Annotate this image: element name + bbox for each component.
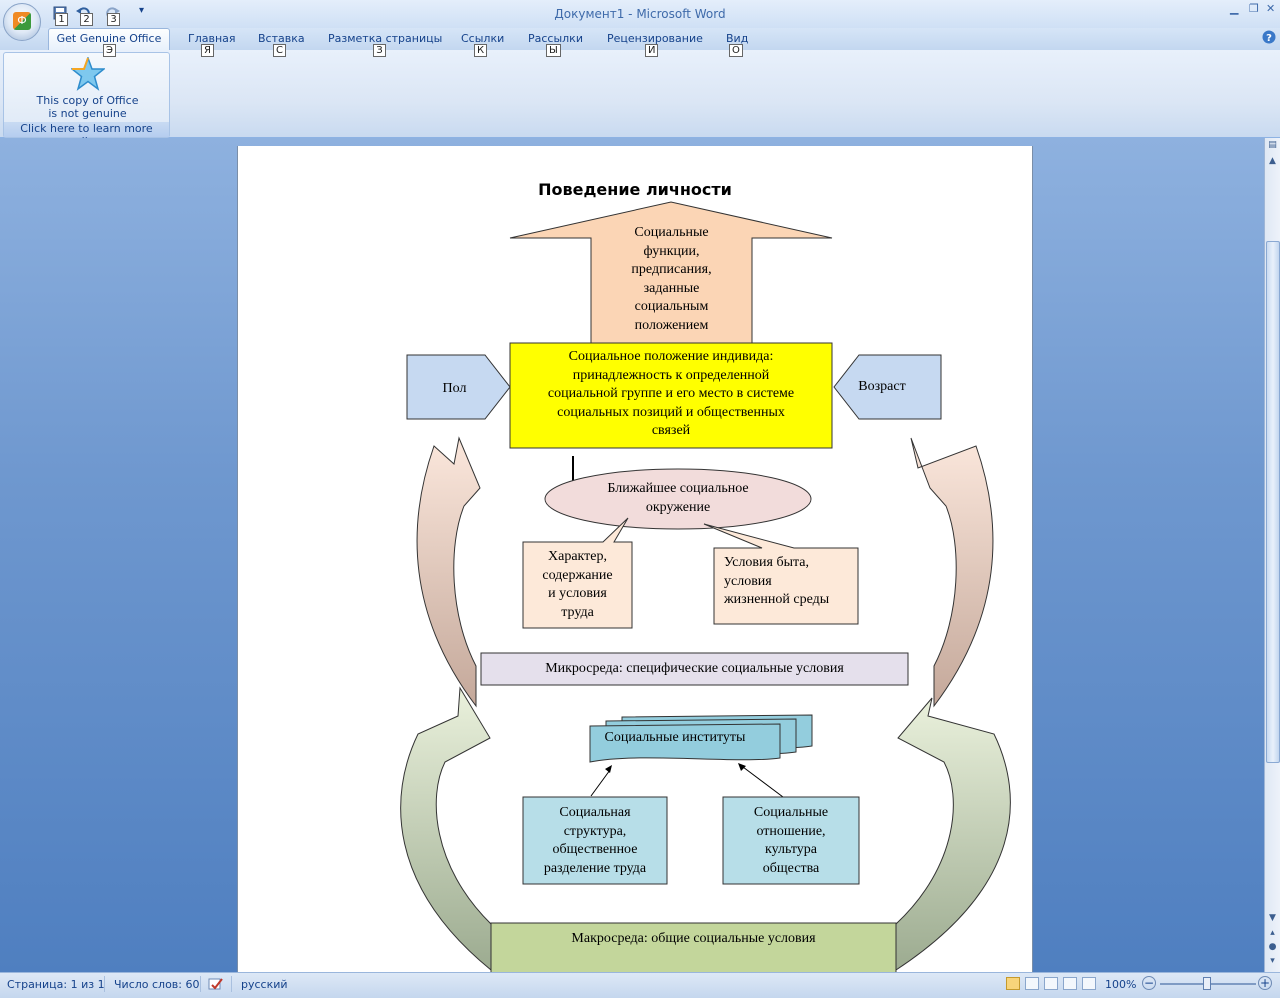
scroll-thumb[interactable] <box>1266 241 1280 763</box>
status-language[interactable]: русский <box>241 978 288 991</box>
center-box-text: Социальное положение индивида:принадлежн… <box>547 349 795 438</box>
vertical-scrollbar[interactable]: ▤ ▲ ▼ ▴ ● ▾ <box>1264 138 1280 972</box>
doc-heading: Поведение личности <box>538 180 732 199</box>
up-arrow-shape <box>509 201 833 347</box>
zoom-in-button[interactable]: + <box>1258 976 1272 990</box>
left-tag-text: Пол <box>442 381 467 396</box>
draft-view-icon[interactable] <box>1082 977 1096 990</box>
zoom-level[interactable]: 100% <box>1105 978 1137 991</box>
relations-arrow-line <box>742 766 784 798</box>
genuine-line-2: is not genuine <box>48 107 127 120</box>
tab-page-layout[interactable]: Разметка страницы <box>328 32 443 45</box>
structure-arrowhead <box>605 765 612 773</box>
curved-arrow-upper-right <box>910 437 994 708</box>
keytip-tab-view: О <box>729 44 743 57</box>
structure-box-shape <box>522 796 668 885</box>
keytip-tab-genuine: Э <box>103 44 116 57</box>
minimize-button[interactable]: ▁ <box>1230 2 1239 15</box>
diagram-canvas <box>400 201 1011 972</box>
ribbon <box>0 50 1280 138</box>
institutions-front <box>589 723 781 763</box>
curved-arrow-lower-right <box>895 697 1011 971</box>
relations-box-shape <box>722 796 860 885</box>
tab-get-genuine-office[interactable]: Get Genuine Office <box>48 28 170 51</box>
status-bar: Страница: 1 из 1 Число слов: 60 русский … <box>0 972 1280 998</box>
curved-arrow-upper-left <box>416 436 481 708</box>
work-callout-shape <box>522 517 633 629</box>
keytip-tab-mailings: Ы <box>546 44 561 57</box>
ribbon-tab-row: Главная Вставка Разметка страницы Ссылки… <box>0 28 1280 50</box>
relations-arrowhead <box>738 763 746 771</box>
restore-button[interactable]: ❐ <box>1249 2 1259 15</box>
title-bar: Документ1 - Microsoft Word ▁ ❐ ✕ 1 2 3 ▾ <box>0 0 1280 28</box>
keytip-undo: 2 <box>80 13 93 26</box>
tab-references[interactable]: Ссылки <box>461 32 505 45</box>
ruler-toggle-icon[interactable]: ▤ <box>1268 140 1277 150</box>
macro-bar-shape <box>490 922 897 972</box>
ellipse-shape <box>544 468 812 530</box>
zoom-out-button[interactable]: − <box>1142 976 1156 990</box>
curved-arrow-lower-left <box>400 686 492 972</box>
scroll-down-icon[interactable]: ▼ <box>1269 913 1276 923</box>
status-word-count[interactable]: Число слов: 60 <box>114 978 200 991</box>
keytip-tab-page-layout: З <box>373 44 386 57</box>
status-separator <box>104 976 105 992</box>
keytip-tab-references: К <box>474 44 488 57</box>
structure-arrow-line <box>590 769 611 797</box>
web-layout-view-icon[interactable] <box>1044 977 1058 990</box>
svg-text:?: ? <box>1266 33 1272 44</box>
genuine-office-group[interactable]: This copy of Office is not genuine Click… <box>3 52 170 148</box>
keytip-save: 1 <box>55 13 68 26</box>
office-logo-icon: Ф <box>13 12 31 30</box>
scroll-up-icon[interactable]: ▲ <box>1269 156 1276 166</box>
close-button[interactable]: ✕ <box>1266 2 1276 15</box>
zoom-slider-thumb[interactable] <box>1203 977 1211 990</box>
right-tag-shape <box>833 354 942 420</box>
right-tag-text: Возраст <box>858 379 906 394</box>
customize-qat-chevron-icon[interactable]: ▾ <box>139 5 145 16</box>
print-layout-view-icon[interactable] <box>1006 977 1020 990</box>
tab-review[interactable]: Рецензирование <box>607 32 703 45</box>
status-page[interactable]: Страница: 1 из 1 <box>7 978 105 991</box>
tab-home[interactable]: Главная <box>188 32 236 45</box>
genuine-line-1: This copy of Office <box>36 94 139 107</box>
help-icon[interactable]: ? <box>1262 30 1276 44</box>
keytip-redo: 3 <box>107 13 120 26</box>
next-page-icon[interactable]: ▾ <box>1270 956 1275 966</box>
institutions-text: Социальные институты <box>604 730 746 745</box>
life-callout-shape <box>703 523 859 625</box>
tab-view[interactable]: Вид <box>726 32 749 45</box>
keytip-tab-review: И <box>645 44 659 57</box>
previous-page-icon[interactable]: ▴ <box>1270 928 1275 938</box>
office-button[interactable]: Ф <box>3 3 41 41</box>
genuine-star-icon <box>71 57 105 91</box>
tab-mailings[interactable]: Рассылки <box>528 32 583 45</box>
micro-text: Микросреда: специфические социальные усл… <box>545 661 844 676</box>
window-title: Документ1 - Microsoft Word <box>554 7 726 21</box>
status-separator <box>200 976 201 992</box>
full-screen-reading-view-icon[interactable] <box>1025 977 1039 990</box>
left-tag-shape <box>406 354 511 420</box>
spelling-check-icon[interactable] <box>208 977 224 992</box>
tab-insert[interactable]: Вставка <box>258 32 305 45</box>
outline-view-icon[interactable] <box>1063 977 1077 990</box>
macro-text: Макросреда: общие социальные условия <box>571 931 816 946</box>
micro-bar-shape <box>480 652 909 686</box>
status-separator <box>231 976 232 992</box>
center-box-shape <box>509 342 833 449</box>
keytip-tab-insert: С <box>273 44 286 57</box>
select-browse-object-icon[interactable]: ● <box>1268 942 1277 952</box>
learn-more-link[interactable]: Click here to learn more online. <box>4 122 169 148</box>
keytip-tab-home: Я <box>201 44 214 57</box>
